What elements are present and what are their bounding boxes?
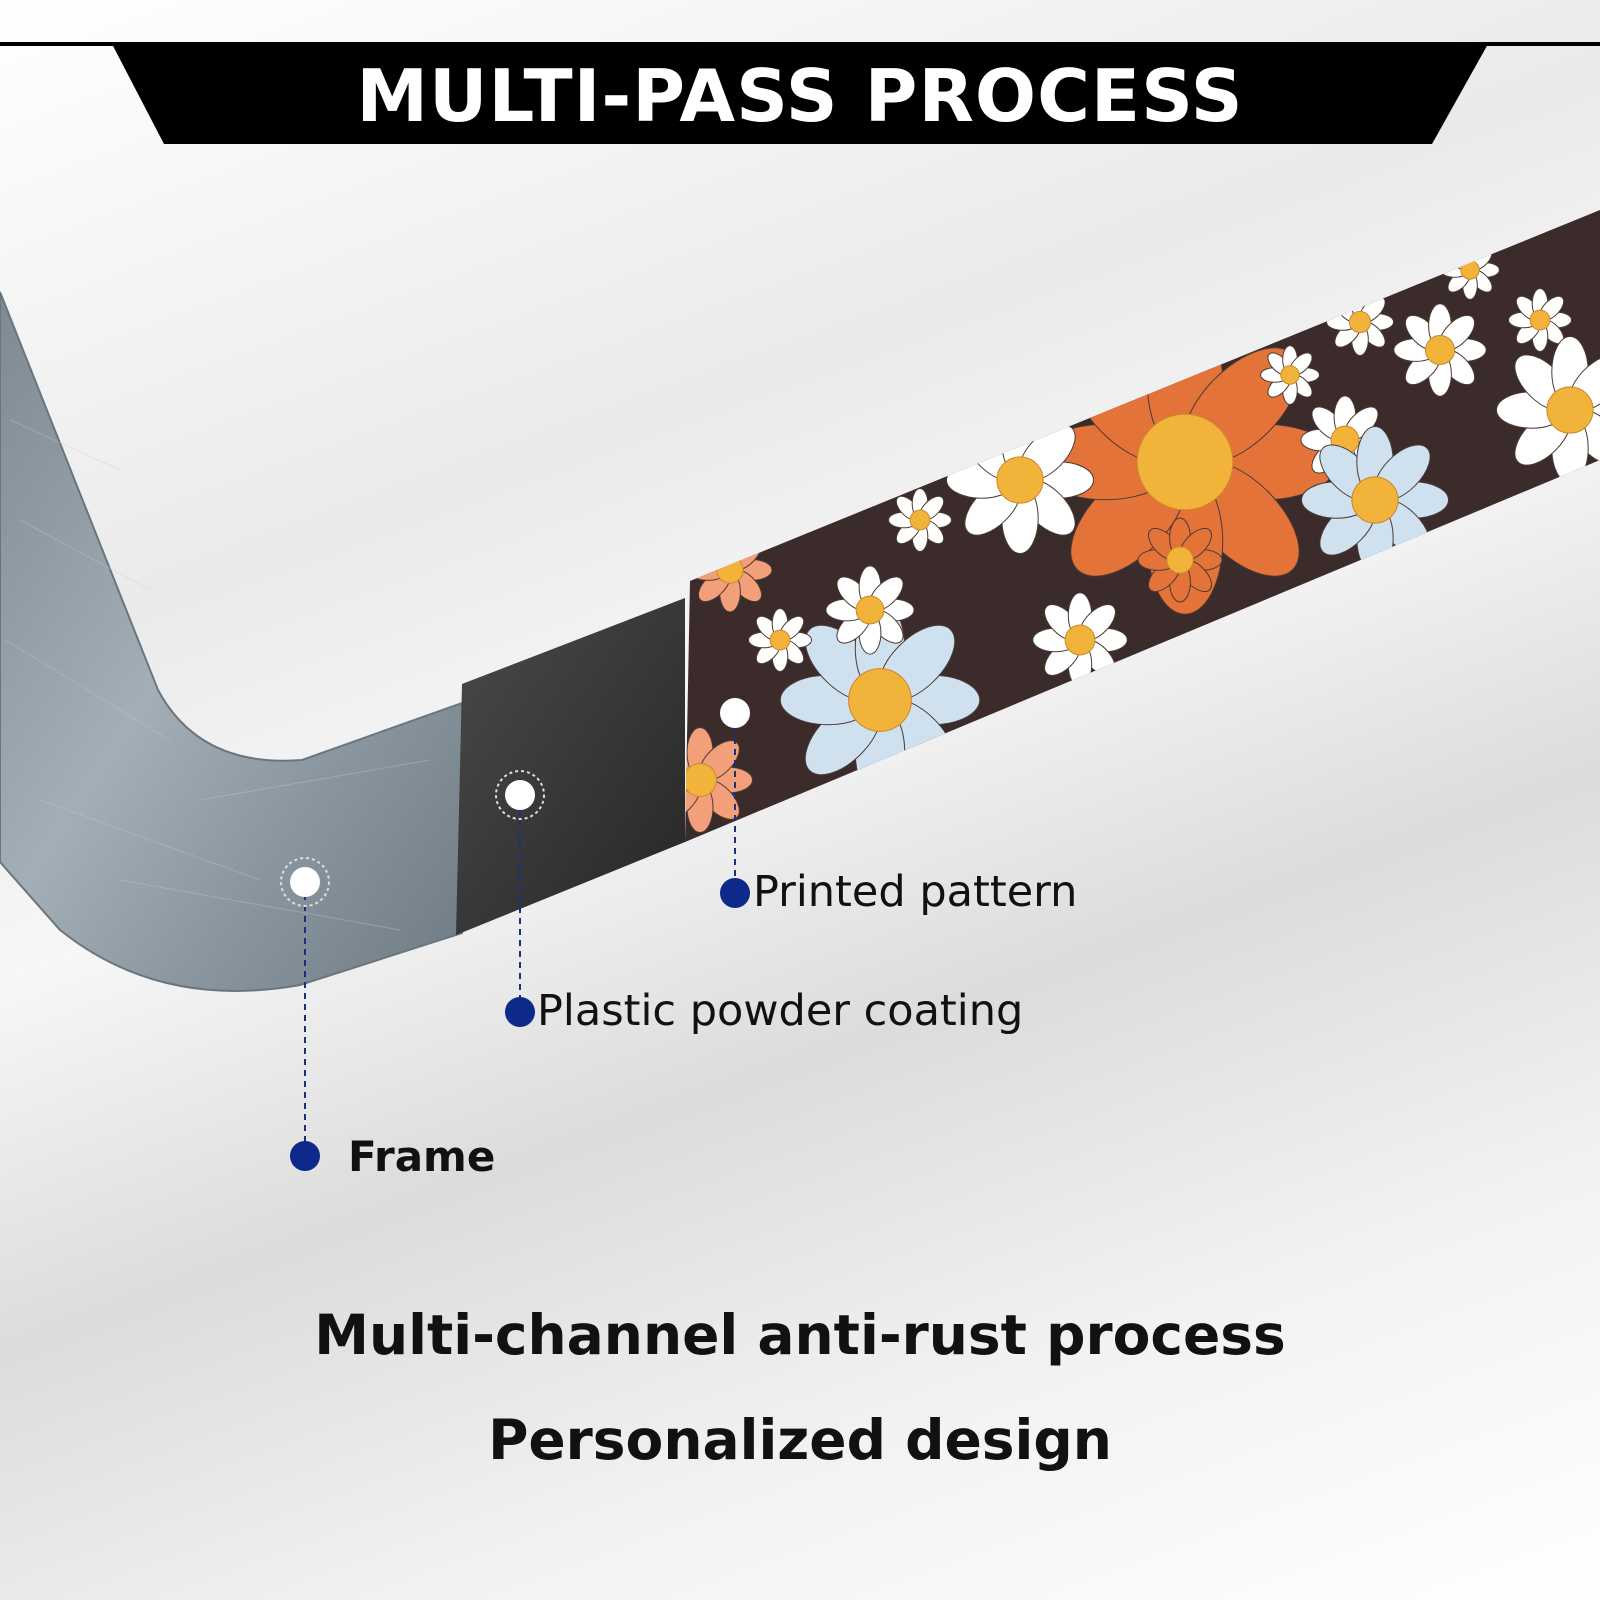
tagline-personalized-design: Personalized design: [488, 1408, 1112, 1472]
frame-label: Frame: [348, 1132, 496, 1181]
banner-title: MULTI-PASS PROCESS: [356, 54, 1244, 138]
printed-pattern-marker: [720, 878, 750, 908]
brushed-metal-texture: [4, 419, 431, 931]
coating-point-ring: [495, 770, 545, 820]
metal-frame: [0, 291, 463, 992]
coating-marker: [505, 997, 535, 1027]
printed-pattern-label: Printed pattern: [753, 867, 1078, 917]
flower: [888, 488, 952, 552]
flower: [825, 565, 915, 655]
flower: [748, 608, 812, 672]
powder-coating-segment: [456, 598, 685, 935]
title-banner: [0, 42, 1600, 144]
flower: [779, 599, 981, 801]
printed-pattern-point: [720, 698, 750, 728]
flower: [1325, 287, 1395, 357]
tagline-anti-rust: Multi-channel anti-rust process: [314, 1303, 1286, 1367]
flower: [1508, 288, 1572, 352]
frame-point-ring: [280, 857, 330, 907]
flower: [1496, 336, 1600, 484]
coating-point: [505, 780, 535, 810]
flower: [1393, 303, 1487, 397]
flower: [1032, 592, 1128, 688]
flower: [1301, 426, 1449, 574]
flower: [685, 727, 753, 833]
flower: [946, 406, 1094, 554]
frame-point: [290, 867, 320, 897]
flower: [1137, 517, 1223, 603]
frame-marker: [290, 1141, 320, 1171]
plastic-powder-coating-label: Plastic powder coating: [537, 986, 1024, 1036]
flower: [1440, 240, 1500, 300]
flower: [687, 527, 773, 613]
flower: [1260, 345, 1320, 405]
